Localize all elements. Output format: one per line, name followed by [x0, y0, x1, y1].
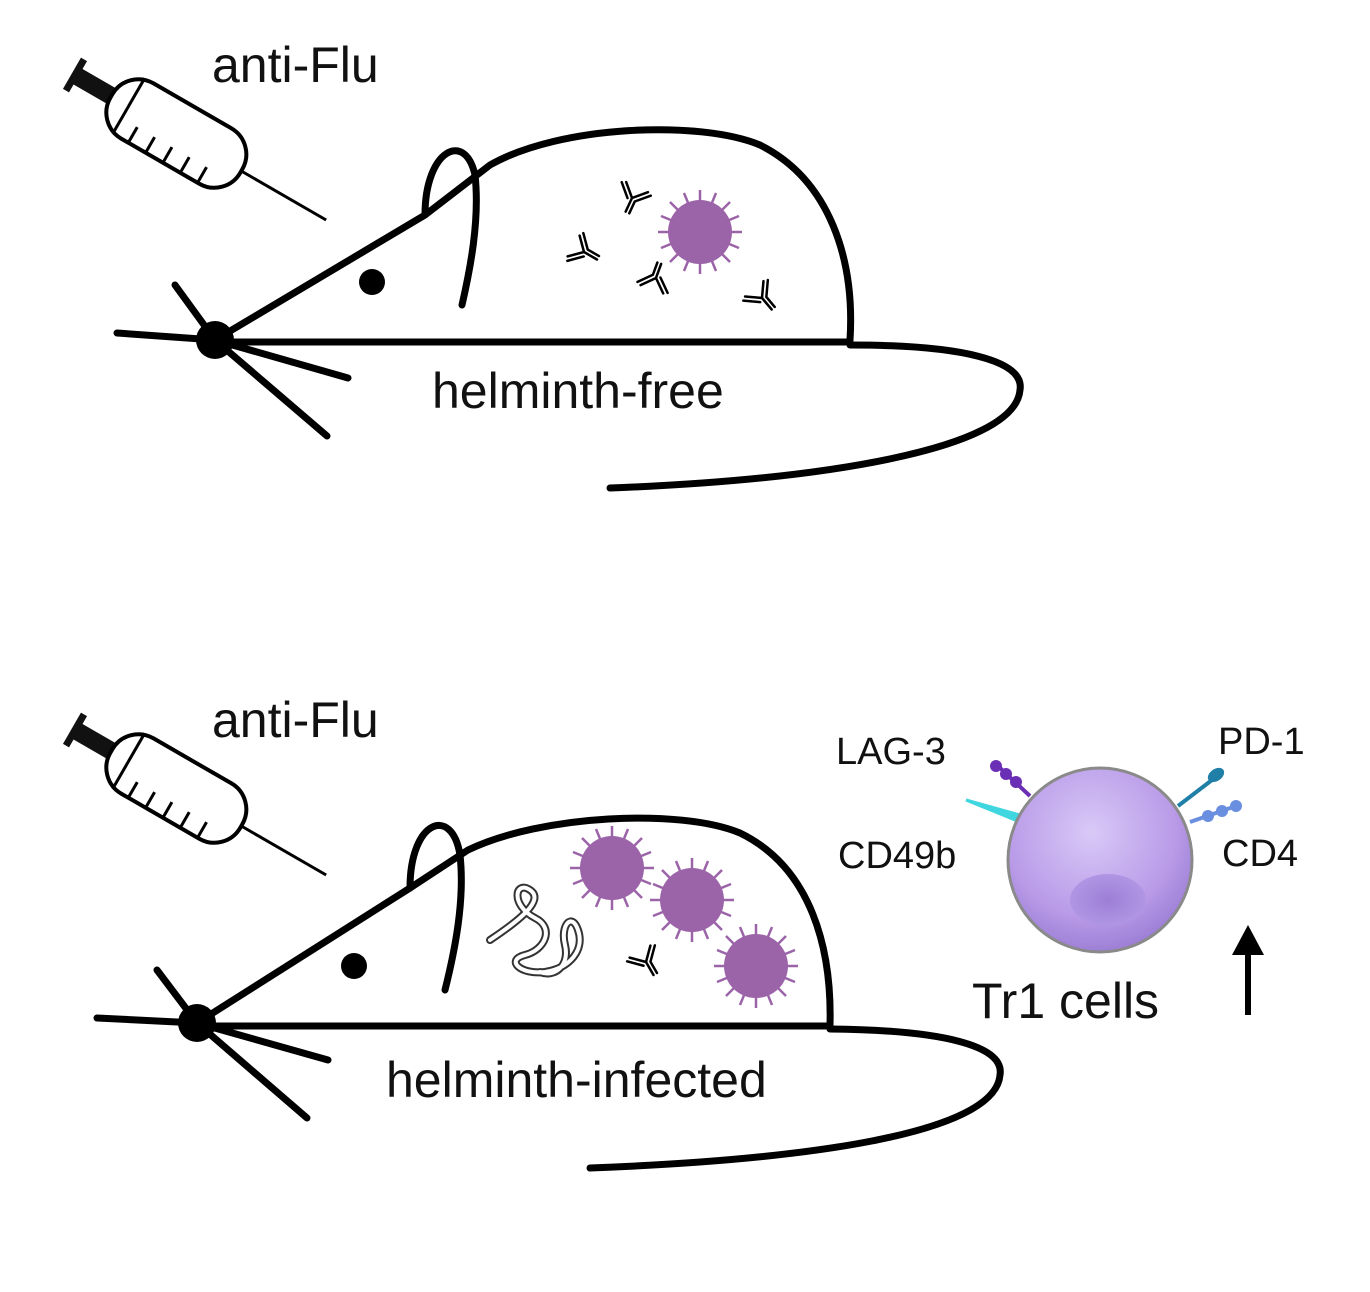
cd49b-label: CD49b	[838, 835, 956, 877]
cell-nucleus	[1070, 874, 1146, 926]
pd1-label: PD-1	[1218, 721, 1305, 763]
injection-label: anti-Flu	[212, 37, 379, 93]
up-arrow-icon	[1232, 925, 1264, 1015]
cd4-label: CD4	[1222, 833, 1298, 875]
virus-icon	[658, 190, 742, 274]
virus-icon	[650, 858, 734, 942]
mouse-outline	[113, 126, 1024, 492]
tr1-cell	[965, 760, 1242, 954]
cd4-receptor	[1189, 800, 1242, 824]
helminth-worm-inner	[488, 885, 582, 976]
antibody-icons	[566, 180, 776, 311]
lag3-label: LAG-3	[836, 731, 946, 773]
cd49b-receptor	[965, 798, 1022, 825]
injection-label: anti-Flu	[212, 692, 379, 748]
virus-icon	[714, 924, 798, 1008]
mouse-outline	[93, 814, 1004, 1172]
mouse-label: helminth-free	[432, 363, 724, 419]
tr1-title: Tr1 cells	[972, 973, 1159, 1029]
syringe-icon	[62, 712, 327, 877]
panel-helminth-infected: anti-Flu	[62, 692, 1305, 1172]
antibody-icons	[625, 944, 659, 977]
pd1-receptor	[1176, 767, 1225, 808]
virus-icon	[570, 826, 654, 910]
panel-helminth-free: anti-Flu	[62, 37, 1024, 492]
cell-body	[1006, 766, 1194, 954]
syringe-icon	[62, 57, 327, 222]
lag3-receptor	[990, 760, 1032, 798]
mouse-label: helminth-infected	[386, 1052, 767, 1108]
